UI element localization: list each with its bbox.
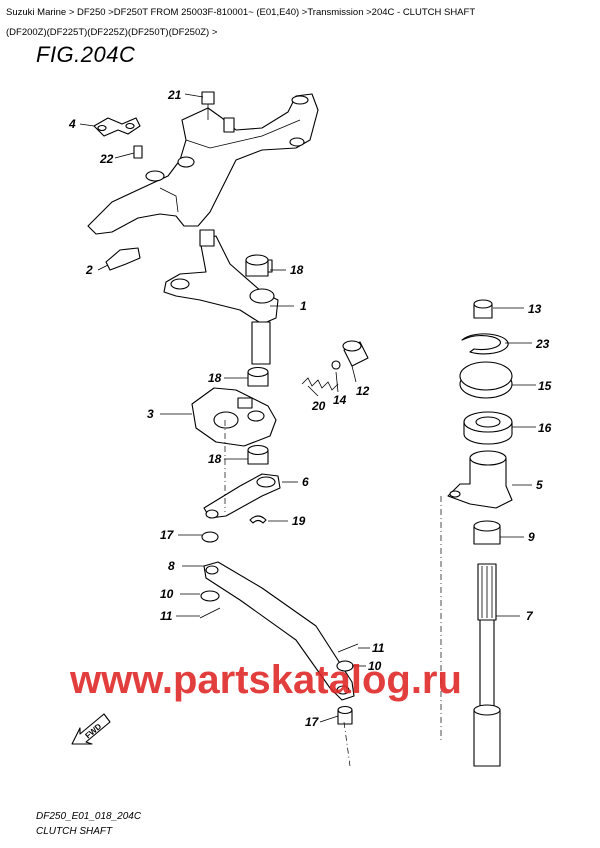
callout-19: 19	[292, 514, 306, 528]
bolt-drawing	[337, 705, 353, 725]
callout-16: 16	[538, 421, 552, 435]
callout-6: 6	[302, 475, 309, 489]
callout-18c: 18	[208, 452, 222, 466]
callout-3: 3	[147, 407, 154, 421]
callout-18: 18	[290, 263, 304, 277]
callout-13: 13	[528, 302, 542, 316]
callout-9: 9	[528, 530, 535, 544]
cotter-pin-drawing-2	[337, 643, 359, 653]
cam-block-drawing	[191, 387, 277, 447]
drawing-caption: CLUTCH SHAFT	[36, 826, 113, 837]
ball-drawing	[331, 360, 341, 370]
callout-1: 1	[300, 299, 307, 313]
callout-20: 20	[311, 399, 326, 413]
bearing-drawing	[459, 361, 513, 399]
snap-ring-drawing	[461, 333, 509, 355]
clip-drawing	[105, 247, 141, 271]
callout-22: 22	[99, 152, 114, 166]
fwd-arrow-icon: FWD	[71, 713, 111, 745]
sleeve-drawing	[342, 340, 369, 367]
callout-labels: 21 4 22 2 18 1 13 23 15 16 18 3 20 14 12…	[68, 88, 552, 729]
shift-bracket-drawing	[87, 91, 319, 235]
shift-rod-drawing	[203, 561, 355, 701]
shift-lever-drawing	[163, 229, 279, 365]
callout-14: 14	[333, 393, 347, 407]
figure-title: FIG.204C	[36, 42, 136, 67]
breadcrumb-models[interactable]: (DF200Z)(DF225T)(DF225Z)(DF250T)(DF250Z)…	[6, 27, 218, 38]
breadcrumb-path[interactable]: Suzuki Marine > DF250 >DF250T FROM 25003…	[6, 7, 476, 18]
e-clip-drawing	[249, 515, 267, 524]
callout-18b: 18	[208, 371, 222, 385]
bushing-drawing-2	[247, 366, 269, 387]
callout-17b: 17	[305, 715, 320, 729]
callout-15: 15	[538, 379, 552, 393]
nut-drawing	[473, 520, 501, 545]
leader-lines	[79, 93, 536, 723]
arm-drawing	[203, 473, 281, 519]
spring-drawing	[301, 377, 339, 391]
callout-12: 12	[356, 384, 370, 398]
callout-8: 8	[168, 559, 175, 573]
washer-drawing	[201, 531, 219, 543]
callout-5: 5	[536, 478, 543, 492]
callout-7: 7	[526, 609, 534, 623]
plug-drawing	[473, 299, 493, 319]
callout-10b: 10	[368, 659, 382, 673]
callout-2: 2	[85, 263, 93, 277]
clutch-shaft-drawing	[473, 563, 501, 767]
washer-drawing-2	[200, 590, 220, 602]
callout-23: 23	[535, 337, 550, 351]
bushing-drawing-3	[247, 444, 269, 465]
cotter-pin-drawing	[199, 607, 221, 619]
callout-17: 17	[160, 528, 175, 542]
callout-4: 4	[68, 117, 76, 131]
callout-11b: 11	[372, 641, 385, 655]
watermark: www.partskatalog.ru	[69, 658, 462, 702]
callout-11: 11	[160, 609, 173, 623]
drawing-code: DF250_E01_018_204C	[36, 811, 142, 822]
seal-drawing	[463, 411, 513, 445]
clutch-cam-drawing	[447, 450, 513, 509]
callout-10: 10	[160, 587, 174, 601]
callout-21: 21	[167, 88, 182, 102]
bushing-drawing	[245, 254, 269, 277]
